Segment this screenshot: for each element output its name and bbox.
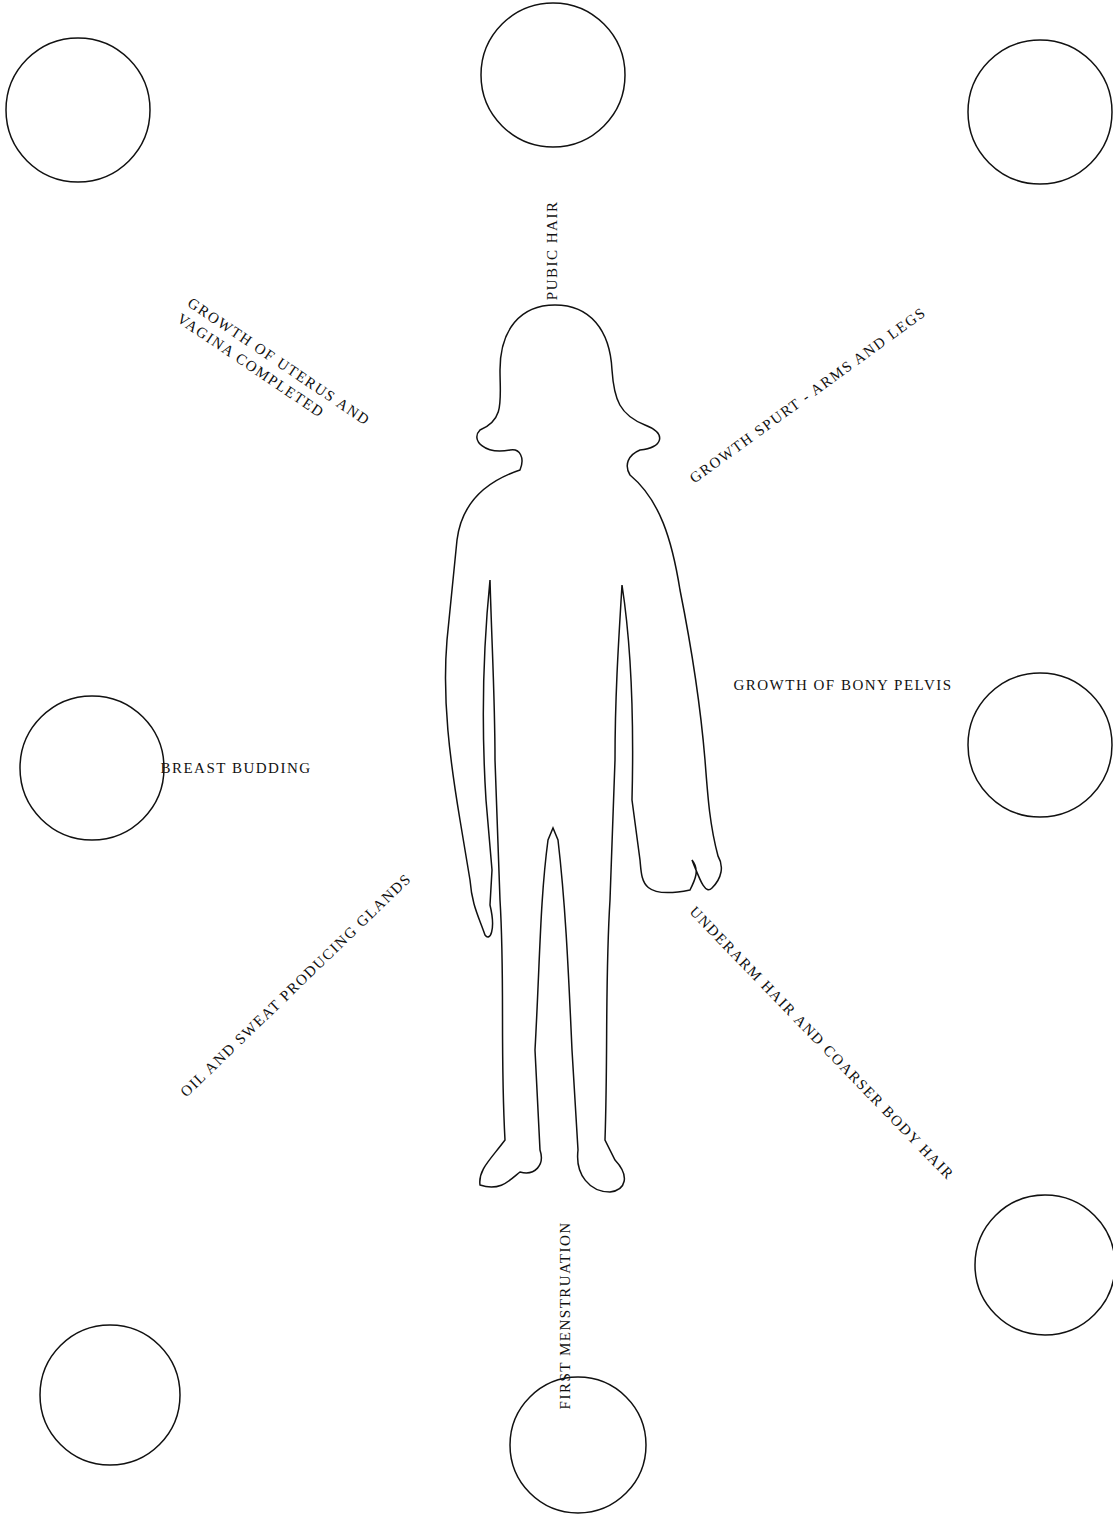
stage-label: PUBIC HAIR bbox=[544, 200, 563, 300]
stage-label: GROWTH OF BONY PELVIS bbox=[733, 676, 952, 695]
stage-label: BREAST BUDDING bbox=[160, 759, 311, 778]
stage-label: FIRST MENSTRUATION bbox=[556, 1221, 575, 1409]
stage-label: GROWTH SPURT - ARMS AND LEGS bbox=[686, 303, 930, 487]
empty-circle bbox=[481, 3, 625, 147]
girl-silhouette bbox=[445, 305, 721, 1192]
empty-circle bbox=[510, 1377, 646, 1513]
empty-circle bbox=[40, 1325, 180, 1465]
empty-circle bbox=[968, 40, 1112, 184]
empty-circle bbox=[20, 696, 164, 840]
stage-label: OIL AND SWEAT PRODUCING GLANDS bbox=[176, 869, 415, 1101]
stage-label: GROWTH OF UTERUS AND VAGINA COMPLETED bbox=[173, 294, 397, 462]
empty-circle bbox=[975, 1195, 1113, 1335]
empty-circle bbox=[968, 673, 1112, 817]
empty-circle bbox=[6, 38, 150, 182]
stage-label: UNDERARM HAIR AND COARSER BODY HAIR bbox=[686, 902, 959, 1184]
